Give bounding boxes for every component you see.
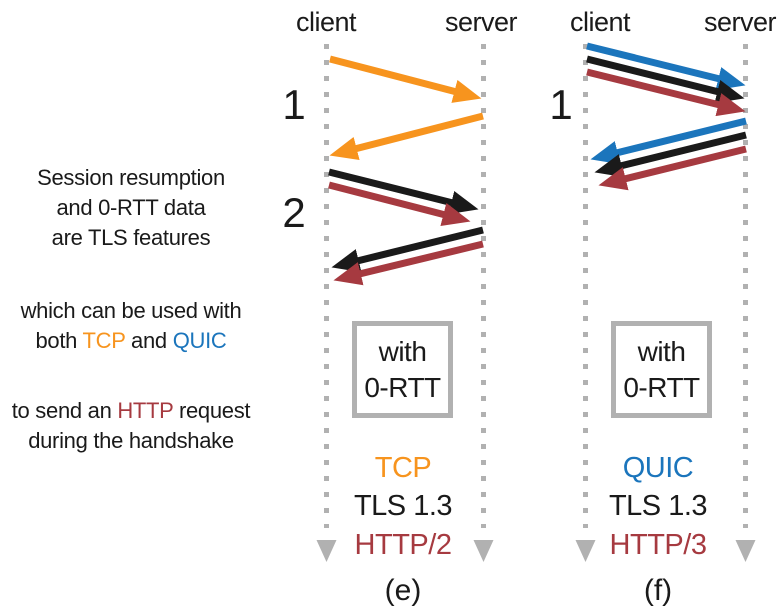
http-keyword: HTTP: [117, 398, 174, 423]
zero-rtt-box-line: 0-RTT: [364, 371, 441, 403]
arrow-http3-0rtt-request: [586, 68, 746, 117]
caption-e: (e): [384, 574, 422, 607]
intro-paragraph-2: which can be used with both TCP and QUIC: [0, 296, 262, 356]
zero-rtt-box-f: with 0-RTT: [611, 321, 712, 418]
arrow-quic-response: [590, 117, 747, 165]
stack-transport-f: QUIC: [622, 452, 694, 484]
intro-line: which can be used with: [20, 298, 242, 323]
intro-line: are TLS features: [51, 225, 211, 250]
arrow-tls-clienthello-f: [586, 55, 745, 104]
intro-line: request: [173, 398, 251, 423]
intro-line: and: [125, 328, 173, 353]
zero-rtt-box-line: 0-RTT: [623, 371, 700, 403]
rtt-count-1-f: 1: [549, 81, 573, 128]
tcp-keyword: TCP: [82, 328, 126, 353]
zero-rtt-box-line: with: [378, 335, 427, 367]
intro-paragraph-3: to send an HTTP request during the hands…: [0, 396, 262, 456]
intro-paragraph-1: Session resumption and 0-RTT data are TL…: [0, 163, 262, 253]
client-label-e: client: [295, 7, 357, 37]
intro-text: Session resumption and 0-RTT data are TL…: [0, 163, 262, 456]
arrow-tcp-synack: [329, 112, 484, 160]
intro-line: Session resumption: [37, 165, 225, 190]
arrow-tls-clienthello: [328, 168, 479, 215]
stack-tls-f: TLS 1.3: [608, 490, 708, 522]
down-triangle-icon: [316, 540, 337, 562]
server-label-e: server: [444, 7, 518, 37]
arrow-http2-response: [333, 240, 484, 286]
intro-line: during the handshake: [28, 428, 234, 453]
zero-rtt-box-line: with: [637, 335, 686, 367]
down-triangle-icon: [735, 540, 756, 562]
stack-http-e: HTTP/2: [354, 529, 452, 561]
arrow-tls-serverhello-f: [594, 131, 747, 178]
arrow-http2-0rtt-request: [328, 181, 471, 226]
intro-line: and 0-RTT data: [56, 195, 206, 220]
server-label-f: server: [703, 7, 777, 37]
quic-keyword: QUIC: [172, 328, 227, 353]
stack-http-f: HTTP/3: [609, 529, 707, 561]
stack-transport-e: TCP: [374, 452, 432, 484]
rtt-count-2-e: 2: [282, 189, 306, 236]
zero-rtt-box-e: with 0-RTT: [352, 321, 453, 418]
client-label-f: client: [569, 7, 631, 37]
caption-f: (f): [643, 574, 673, 607]
arrow-tcp-syn: [329, 55, 482, 103]
stack-tls-e: TLS 1.3: [353, 490, 453, 522]
down-triangle-icon: [473, 540, 494, 562]
arrow-tls-serverhello: [331, 226, 484, 273]
arrow-http3-response: [598, 145, 747, 191]
down-triangle-icon: [575, 540, 596, 562]
rtt-count-1-e: 1: [282, 81, 306, 128]
arrow-quic-initial: [586, 42, 746, 91]
intro-line: to send an: [11, 398, 118, 423]
intro-line: both: [35, 328, 83, 353]
